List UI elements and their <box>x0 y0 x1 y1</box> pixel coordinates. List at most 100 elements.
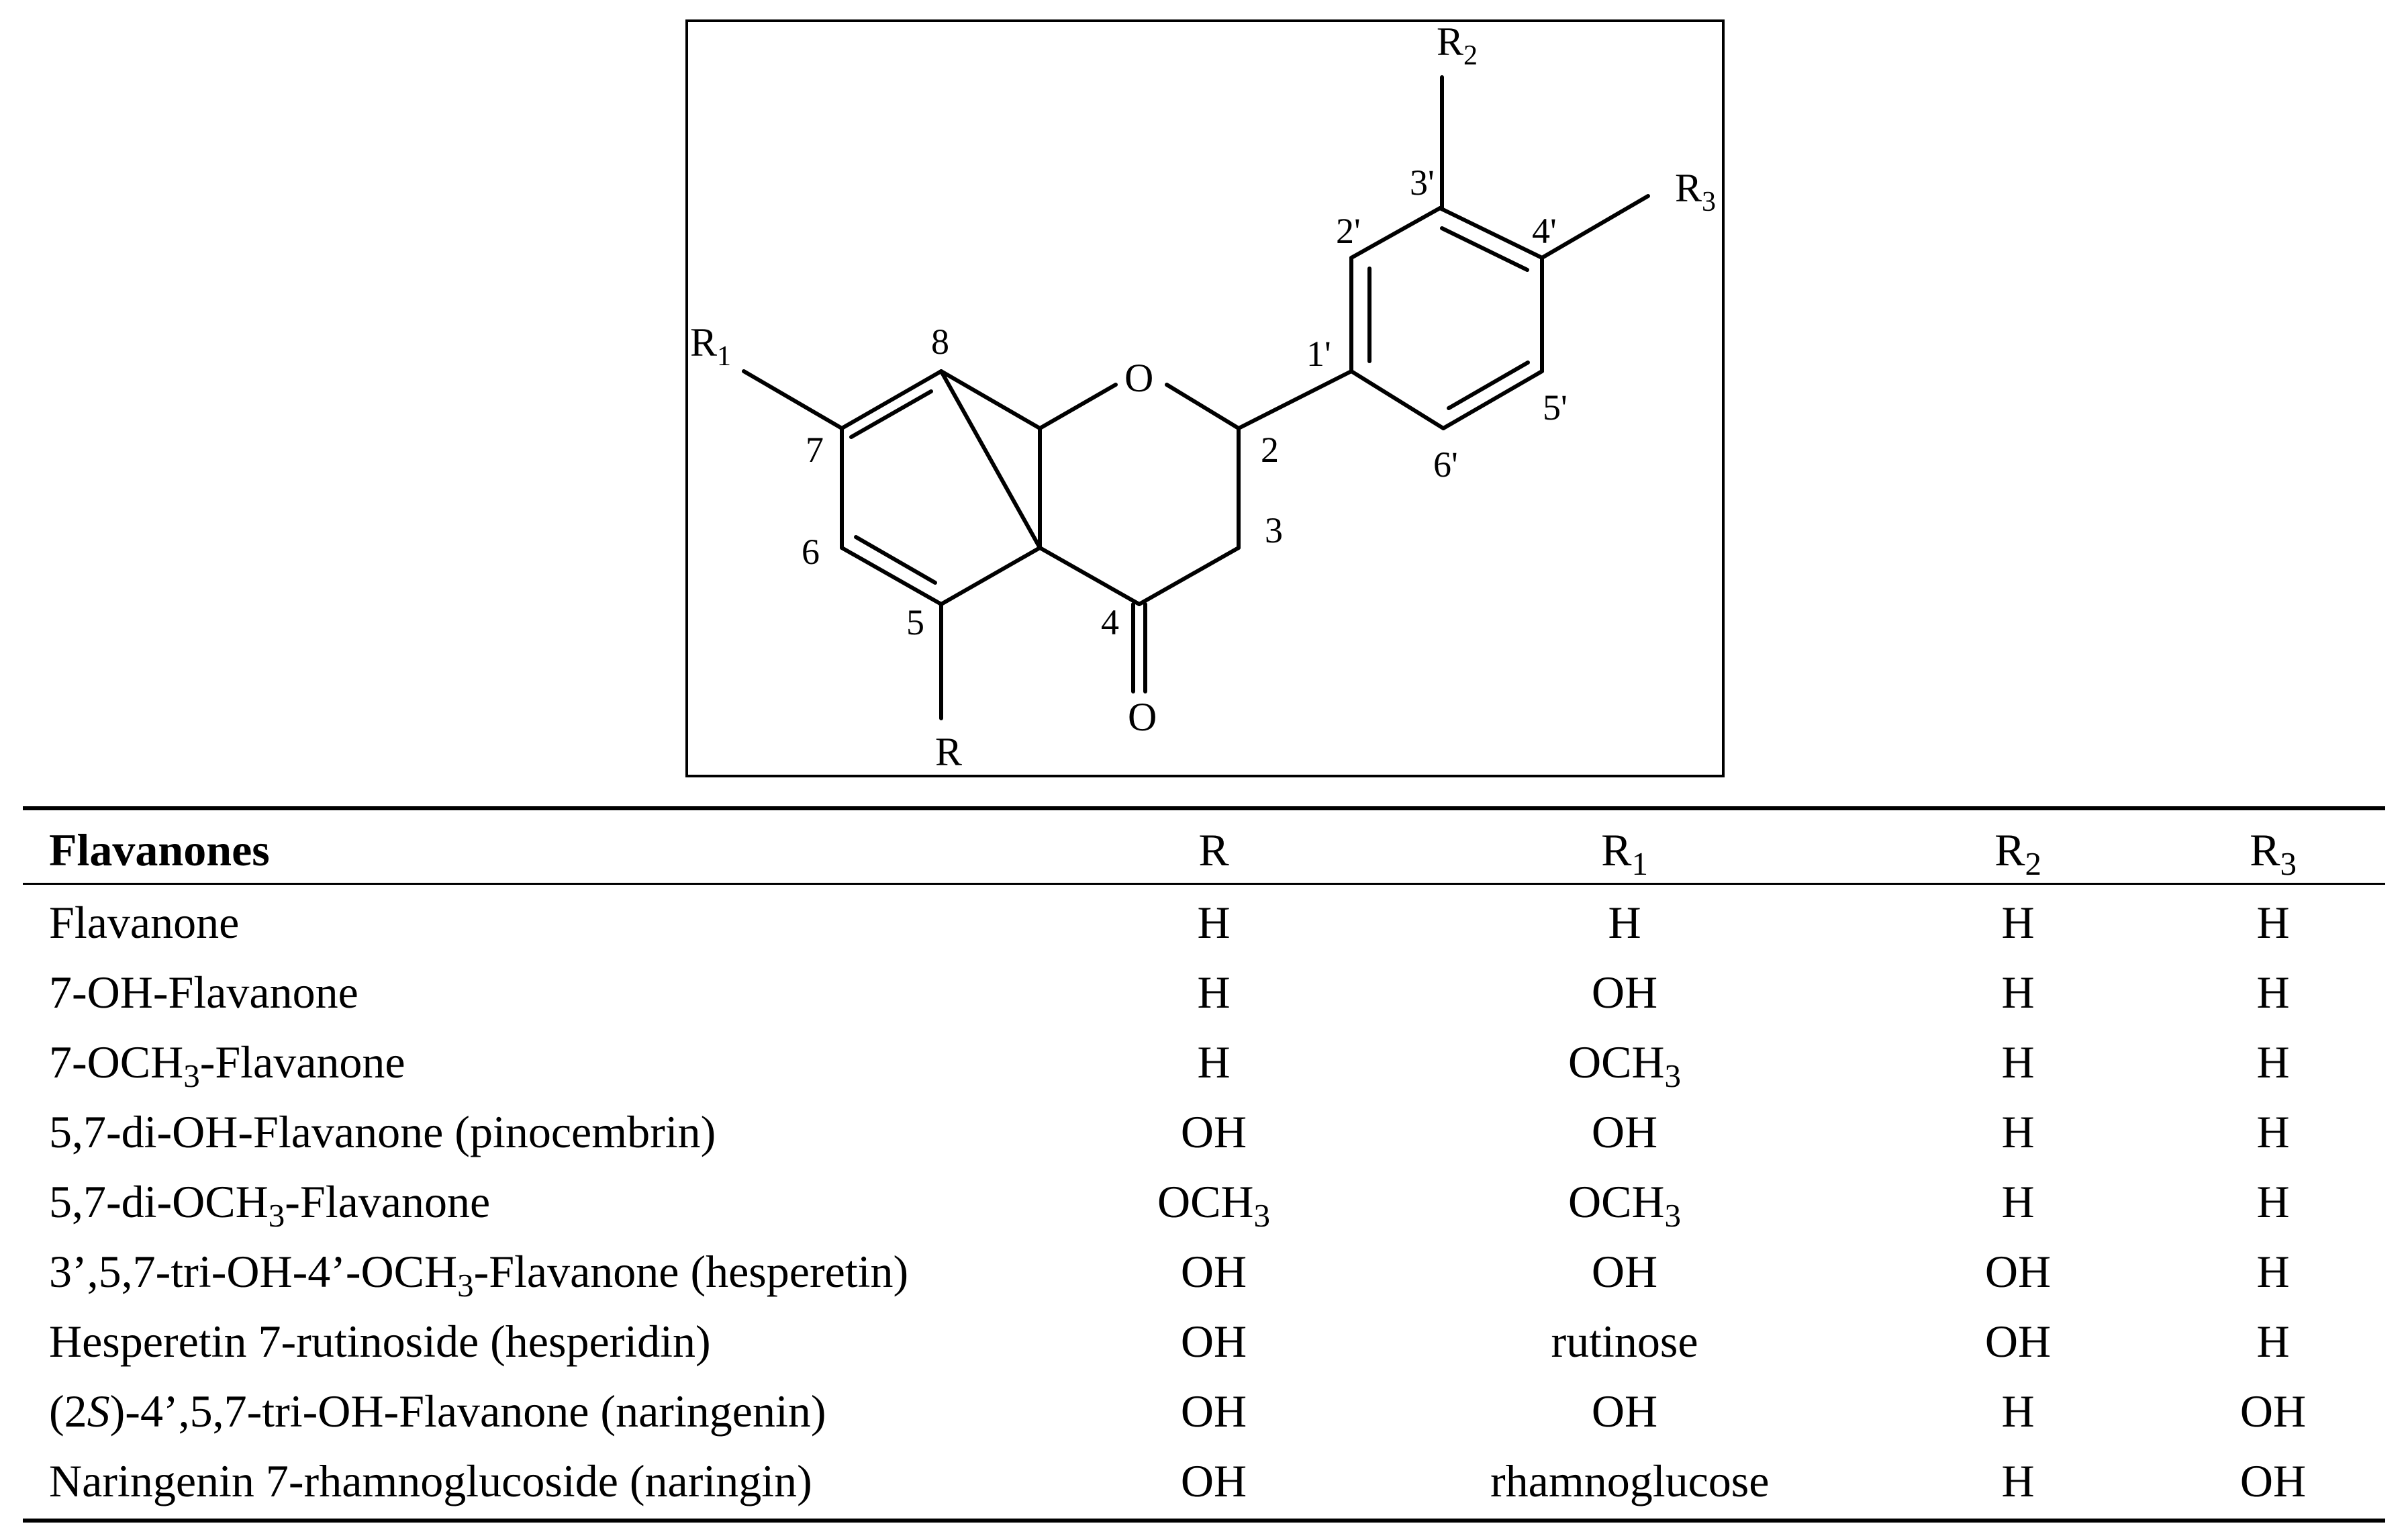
cell-r: OH <box>1180 1316 1247 1367</box>
label-pos-3: 3 <box>1265 510 1283 550</box>
table-header-rule <box>23 883 2385 885</box>
label-pos-2: 2 <box>1261 430 1279 470</box>
bond-c4p-r3 <box>1540 194 1650 260</box>
label-pos-8: 8 <box>931 322 949 362</box>
bond-c3p-c4p-double <box>1440 226 1529 272</box>
label-pos-6: 6 <box>802 532 820 572</box>
cell-compound-name: 3’,5,7-tri-OH-4’-OCH3-Flavanone (hespere… <box>49 1246 909 1304</box>
label-pos-5p: 5' <box>1543 387 1568 428</box>
cell-compound-name: (2S)-4’,5,7-tri-OH-Flavanone (naringenin… <box>49 1386 826 1437</box>
cell-r2: H <box>2001 897 2035 948</box>
bond-c5p-c6p-double <box>1447 361 1530 410</box>
bond-c3p-c4p <box>1438 206 1544 260</box>
bond-c8-c7 <box>840 369 943 430</box>
header-r1: R1 <box>1601 824 1648 882</box>
header-r: R <box>1198 824 1229 875</box>
cell-r3: OH <box>2240 1455 2307 1506</box>
label-r1: R1 <box>690 320 731 372</box>
cell-r: OH <box>1180 1246 1247 1297</box>
cell-r1: OH <box>1591 1246 1658 1297</box>
bond-c5p-c6p <box>1441 369 1544 430</box>
table-row: Hesperetin 7-rutinoside (hesperidin) OH ru… <box>0 1306 2408 1376</box>
cell-r: H <box>1197 897 1231 948</box>
cell-r3: H <box>2256 1037 2290 1088</box>
bond-c2-c1p <box>1237 369 1353 430</box>
cell-compound-name: Flavanone <box>49 897 240 948</box>
table-row: 3’,5,7-tri-OH-4’-OCH3-Flavanone (hespere… <box>0 1237 2408 1306</box>
label-oxygen-carbonyl: O <box>1128 695 1157 739</box>
cell-r1: OCH3 <box>1568 1176 1682 1234</box>
bond-c7-r1 <box>742 369 844 430</box>
cell-r2: H <box>2001 967 2035 1018</box>
structure-frame <box>685 19 1725 777</box>
cell-r1: OH <box>1591 967 1658 1018</box>
cell-r2: H <box>2001 1106 2035 1157</box>
bond-c5-c4a <box>939 546 1042 606</box>
cell-r: OCH3 <box>1157 1176 1271 1234</box>
cell-r1: OCH3 <box>1568 1037 1682 1094</box>
cell-r3: H <box>2256 1316 2290 1367</box>
cell-r1: rutinose <box>1551 1316 1698 1367</box>
cell-r1: OH <box>1591 1106 1658 1157</box>
bond-c8a-c8-b <box>939 369 1042 430</box>
label-oxygen-ring: O <box>1124 356 1153 400</box>
bond-c4-c4a <box>1038 546 1141 606</box>
bond-c2p-c3p <box>1349 206 1442 260</box>
table-row: (2S)-4’,5,7-tri-OH-Flavanone (naringenin… <box>0 1376 2408 1446</box>
header-flavanones: Flavanones <box>49 824 270 875</box>
cell-r3: H <box>2256 967 2290 1018</box>
cell-r2: H <box>2001 1386 2035 1437</box>
cell-r3: H <box>2256 1176 2290 1227</box>
bond-c8a-c8 <box>939 369 1042 550</box>
cell-r: H <box>1197 967 1231 1018</box>
label-r2: R2 <box>1437 19 1478 71</box>
label-pos-1p: 1' <box>1306 334 1331 374</box>
cell-r2: OH <box>1984 1246 2052 1297</box>
table-row: Flavanone H H H H <box>0 887 2408 957</box>
table-bottom-rule <box>23 1519 2385 1523</box>
cell-r: OH <box>1180 1455 1247 1506</box>
flavanone-structure-figure: R2 R3 R1 R O O 2 3 4 5 6 7 8 1' 2' 3' 4'… <box>685 19 1725 777</box>
label-r3: R3 <box>1675 166 1716 218</box>
cell-compound-name: 5,7-di-OCH3-Flavanone <box>49 1176 491 1234</box>
label-pos-2p: 2' <box>1336 211 1361 251</box>
cell-r2: H <box>2001 1176 2035 1227</box>
cell-r2: H <box>2001 1037 2035 1088</box>
bond-c6p-c1p <box>1349 369 1445 430</box>
cell-compound-name: 7-OH-Flavanone <box>49 967 358 1018</box>
cell-r2: H <box>2001 1455 2035 1506</box>
structure-bonds <box>742 75 1650 720</box>
bond-c6-c5 <box>840 546 943 606</box>
label-pos-6p: 6' <box>1433 444 1458 485</box>
table-row: 5,7-di-OCH3-Flavanone OCH3 OCH3 H H <box>0 1167 2408 1237</box>
table-top-rule <box>23 806 2385 810</box>
cell-r1: OH <box>1591 1386 1658 1437</box>
cell-compound-name: Naringenin 7-rhamnoglucoside (naringin) <box>49 1455 812 1506</box>
cell-r1: rhamnoglucose <box>1490 1455 1770 1506</box>
table-row: Naringenin 7-rhamnoglucoside (naringin) O… <box>0 1446 2408 1516</box>
cell-r: H <box>1197 1037 1231 1088</box>
bond-o1-c2 <box>1165 383 1241 430</box>
cell-r3: H <box>2256 1246 2290 1297</box>
bond-c8a-o1 <box>1038 383 1118 430</box>
header-r2: R2 <box>1994 824 2041 882</box>
label-pos-3p: 3' <box>1410 162 1435 203</box>
label-pos-4: 4 <box>1101 602 1119 642</box>
table-row: 7-OCH3-Flavanone H OCH3 H H <box>0 1027 2408 1097</box>
cell-compound-name: 5,7-di-OH-Flavanone (pinocembrin) <box>49 1106 716 1157</box>
bond-c3-c4 <box>1137 546 1241 606</box>
cell-r3: H <box>2256 897 2290 948</box>
cell-r1: H <box>1608 897 1641 948</box>
label-pos-7: 7 <box>806 430 824 470</box>
cell-r3: H <box>2256 1106 2290 1157</box>
label-pos-4p: 4' <box>1532 211 1557 251</box>
bond-c6-c5-double <box>854 535 937 585</box>
cell-compound-name: Hesperetin 7-rutinoside (hesperidin) <box>49 1316 711 1367</box>
cell-r: OH <box>1180 1386 1247 1437</box>
table-header-row: Flavanones R R1 R2 R3 <box>0 815 2408 885</box>
cell-r3: OH <box>2240 1386 2307 1437</box>
header-r3: R3 <box>2250 824 2297 882</box>
cell-compound-name: 7-OCH3-Flavanone <box>49 1037 405 1094</box>
structure-labels: R2 R3 R1 R O O 2 3 4 5 6 7 8 1' 2' 3' 4'… <box>690 19 1716 774</box>
